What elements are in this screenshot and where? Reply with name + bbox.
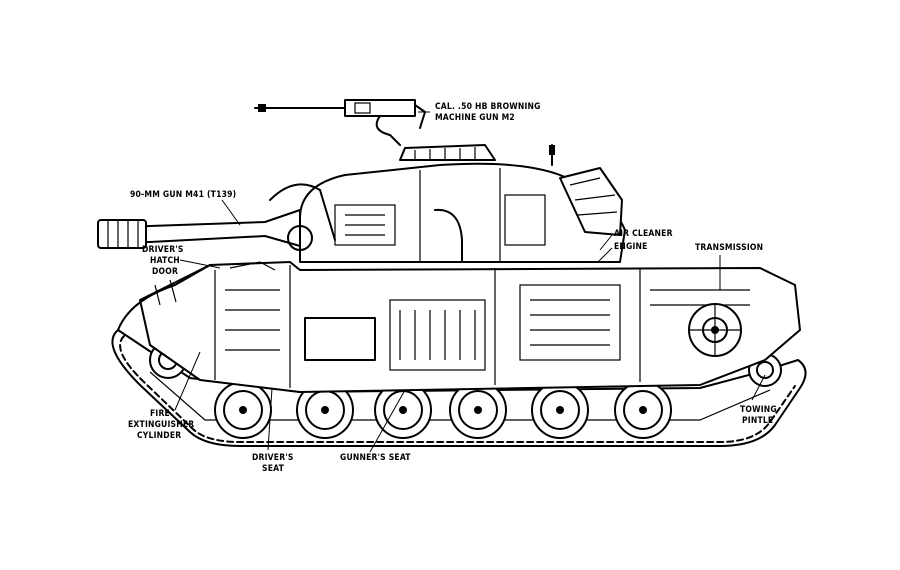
transmission-label: TRANSMISSION xyxy=(695,243,763,253)
fire-extinguisher-label-line1: FIRE xyxy=(150,409,170,419)
drivers-seat-label-line2: SEAT xyxy=(262,464,285,474)
hull xyxy=(139,261,801,393)
machine-gun xyxy=(254,99,426,146)
machine-gun-label-line2: MACHINE GUN M2 xyxy=(435,113,515,123)
turret xyxy=(299,144,626,263)
engine-label: ENGINE xyxy=(614,242,648,252)
fire-extinguisher-label-line3: CYLINDER xyxy=(137,431,181,441)
towing-pintle-label-line1: TOWING xyxy=(740,405,777,415)
cupola xyxy=(399,144,496,161)
drivers-hatch-label-line2: HATCH xyxy=(150,256,180,266)
gunners-seat-label: GUNNER'S SEAT xyxy=(340,453,411,463)
road-wheel xyxy=(614,381,672,439)
fire-extinguisher-label-line2: EXTINGUISHER xyxy=(128,420,194,430)
road-wheels xyxy=(149,341,782,439)
road-wheel xyxy=(214,381,272,439)
turret-bustle xyxy=(559,167,623,236)
drivers-seat-label-line1: DRIVER'S xyxy=(252,453,294,463)
air-cleaner-label: AIR CLEANER xyxy=(614,229,673,239)
front-glacis xyxy=(117,261,276,331)
drivers-hatch-label-line3: DOOR xyxy=(152,267,178,277)
main-gun-label: 90-MM GUN M41 (T139) xyxy=(130,190,236,200)
road-wheel xyxy=(531,381,589,439)
road-wheel xyxy=(449,381,507,439)
callout-labels: CAL. .50 HB BROWNING MACHINE GUN M2 90-M… xyxy=(128,102,777,474)
main-gun xyxy=(97,183,336,251)
transmission-gear xyxy=(688,303,742,357)
leader-lines xyxy=(174,111,766,453)
towing-pintle-label-line2: PINTLE xyxy=(742,416,773,426)
machine-gun-label-line1: CAL. .50 HB BROWNING xyxy=(435,102,541,112)
drivers-hatch-label-line1: DRIVER'S xyxy=(142,245,184,255)
